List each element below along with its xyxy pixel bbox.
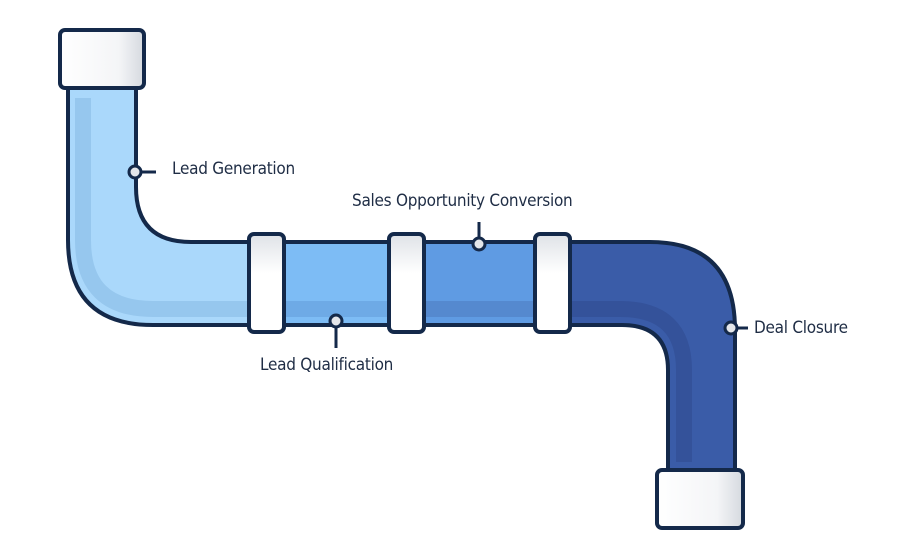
pipe-coupling: [533, 232, 572, 334]
label-lead-qualification: Lead Qualification: [260, 355, 394, 375]
label-deal-closure: Deal Closure: [754, 318, 848, 338]
label-sales-opportunity-conversion: Sales Opportunity Conversion: [352, 191, 573, 211]
pipe-cap-top: [58, 28, 146, 90]
pipe-segment-lead-generation: [66, 86, 268, 327]
pipe-cap-bottom: [655, 468, 745, 530]
pipe-coupling: [247, 232, 286, 334]
label-lead-generation: Lead Generation: [172, 159, 295, 179]
marker-sales-opportunity: [471, 236, 487, 252]
pipe-segment-deal-closure: [550, 240, 737, 472]
marker-lead-qualification: [328, 313, 344, 329]
pipe-coupling: [387, 232, 426, 334]
marker-lead-generation: [127, 164, 143, 180]
marker-deal-closure: [723, 320, 739, 336]
